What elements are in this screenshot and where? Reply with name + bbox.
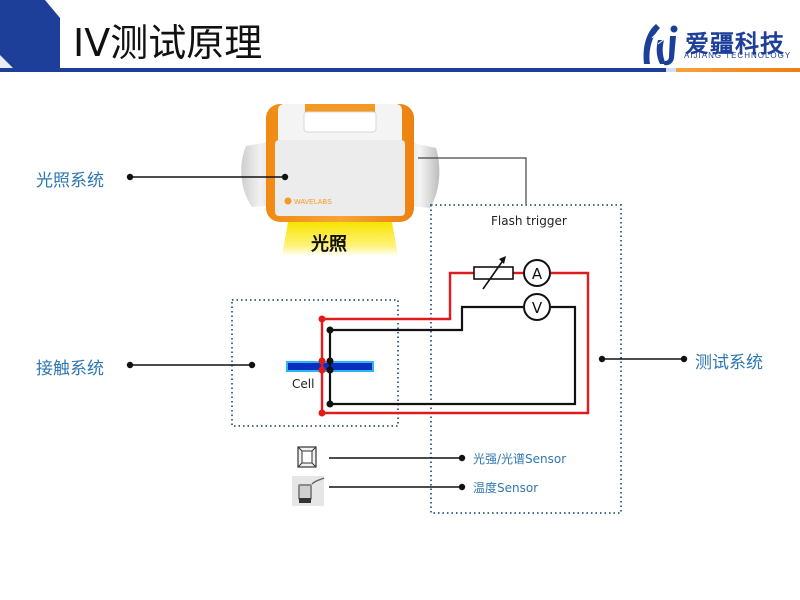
temperature-sensor-label: 温度Sensor xyxy=(473,481,539,495)
header-rule-blue xyxy=(0,68,670,72)
variable-resistor-icon xyxy=(473,256,514,290)
light-label: 光照 xyxy=(311,234,347,255)
voltage-loop-wires xyxy=(328,305,577,406)
ammeter-icon: A xyxy=(523,259,551,287)
test-system-label: 测试系统 xyxy=(695,353,763,373)
temperature-sensor-icon xyxy=(292,476,325,506)
company-name-cn: 爱疆科技 xyxy=(685,30,785,58)
lamp-front-panel xyxy=(275,140,405,216)
test-system-box xyxy=(430,204,622,514)
irradiance-sensor-icon xyxy=(297,446,317,468)
current-loop-wires xyxy=(320,271,590,415)
voltmeter-icon: V xyxy=(523,293,551,321)
slide-header: IV测试原理 爱疆科技 AIJIANG TECHNOLOGY xyxy=(0,0,800,76)
solar-simulator-lamp-icon: WAVELABS xyxy=(241,104,440,256)
header-blue-tab xyxy=(0,0,60,70)
flash-trigger-label: Flash trigger xyxy=(491,214,567,228)
voltmeter-symbol: V xyxy=(532,299,543,317)
company-name-en: AIJIANG TECHNOLOGY xyxy=(684,51,792,60)
contact-system-box xyxy=(231,299,399,427)
cell-label: Cell xyxy=(292,377,315,391)
irradiance-sensor-label: 光强/光谱Sensor xyxy=(473,452,567,466)
aijiang-logo-icon xyxy=(643,24,678,66)
flash-trigger-connector xyxy=(418,157,527,205)
header-rule-orange xyxy=(676,68,800,72)
page-title: IV测试原理 xyxy=(73,21,263,65)
contact-system-label: 接触系统 xyxy=(36,359,104,379)
header-decoration xyxy=(0,0,800,72)
light-beam xyxy=(282,222,398,256)
lamp-brand: WAVELABS xyxy=(294,199,332,206)
ammeter-symbol: A xyxy=(532,265,543,283)
lighting-system-label: 光照系统 xyxy=(36,171,104,191)
